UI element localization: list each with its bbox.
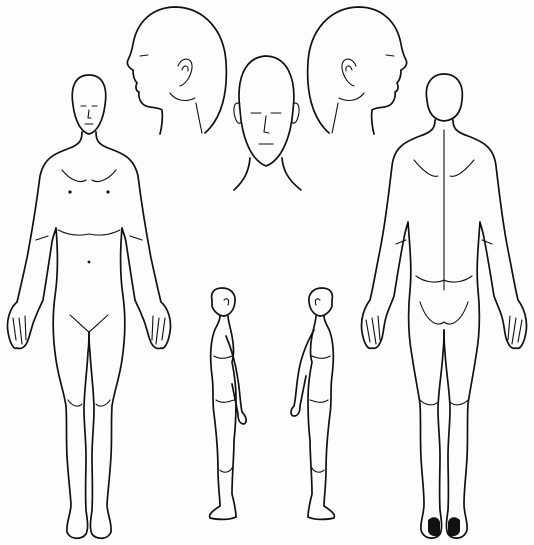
body-anterior-right-side <box>89 132 171 538</box>
body-posterior-head <box>426 74 462 121</box>
head-front-nose <box>264 116 269 133</box>
body-anterior-nipple-left <box>68 190 71 193</box>
head-left-profile-outline <box>308 7 407 134</box>
head-right-profile-jaw <box>170 93 195 100</box>
head-front-neck-left <box>234 158 250 190</box>
body-lateral-right-outline <box>210 316 236 519</box>
head-right-profile <box>127 7 226 134</box>
head-front-neck-right <box>282 158 301 190</box>
head-right-profile-eye <box>140 55 148 56</box>
head-left-profile-eye <box>386 55 394 56</box>
body-anterior-face <box>81 106 97 124</box>
head-left-profile-jaw <box>339 93 364 100</box>
head-right-profile-ear <box>178 59 192 86</box>
body-anterior-navel <box>88 261 91 264</box>
body-posterior-heel-shade-left <box>428 517 440 536</box>
body-lateral-right <box>210 288 247 519</box>
body-anterior-head <box>72 75 106 134</box>
head-left-profile-ear <box>342 59 356 86</box>
body-lateral-left-ear <box>315 299 320 305</box>
head-right-profile-neck-line <box>196 103 202 133</box>
body-anterior <box>7 75 170 538</box>
body-anterior-nipple-right <box>106 190 109 193</box>
body-lateral-left-outline <box>308 316 334 519</box>
head-front-outline <box>239 56 294 166</box>
body-lateral-right-head <box>212 288 236 316</box>
body-posterior <box>361 74 526 538</box>
head-right-profile-ear-inner <box>182 66 188 71</box>
body-lateral-left-head <box>309 288 333 316</box>
head-left-profile-ear-inner <box>346 66 352 71</box>
body-posterior-heel-shade-right <box>448 517 460 536</box>
body-anterior-left-side <box>7 132 89 538</box>
head-left-profile <box>308 7 407 134</box>
head-front <box>234 56 301 190</box>
body-lateral-left <box>291 288 334 519</box>
head-right-profile-outline <box>127 7 226 134</box>
body-posterior-details <box>366 130 522 405</box>
head-left-profile-neck-line <box>332 103 338 133</box>
body-lateral-right-ear <box>224 299 229 305</box>
